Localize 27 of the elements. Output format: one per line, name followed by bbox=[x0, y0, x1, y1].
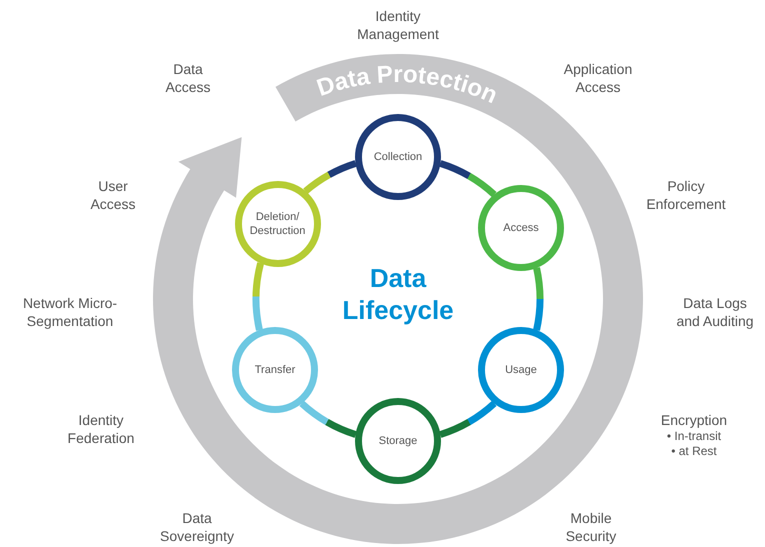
capability-label: Encryption bbox=[660, 411, 728, 429]
capability-label: Identity Federation bbox=[66, 411, 136, 447]
connector-arc bbox=[533, 267, 544, 331]
capability-label: Policy Enforcement bbox=[645, 177, 727, 213]
connector-arc bbox=[439, 160, 496, 198]
stage-label: Usage bbox=[504, 363, 538, 377]
capability-label: Network Micro-Segmentation bbox=[22, 294, 118, 330]
capability-label: Data Logs and Auditing bbox=[675, 294, 755, 330]
capability-label: Application Access bbox=[562, 60, 634, 96]
ring-label: Data Protection bbox=[314, 60, 502, 110]
capability-label: User Access bbox=[89, 177, 137, 213]
stage-label: Deletion/ Destruction bbox=[248, 210, 306, 238]
capability-label: Data Sovereignty bbox=[159, 509, 235, 545]
stage-label: Storage bbox=[378, 434, 418, 448]
connector-arc bbox=[439, 400, 496, 438]
center-title: Data Lifecycle bbox=[341, 262, 455, 326]
stage-label: Transfer bbox=[254, 363, 296, 377]
capability-label: Data Access bbox=[164, 60, 212, 96]
stage-label: Access bbox=[502, 221, 540, 235]
bullet-item: • In-transit bbox=[666, 429, 722, 443]
bullet-item: • at Rest bbox=[670, 444, 718, 458]
capability-label: Mobile Security bbox=[564, 509, 618, 545]
connector-arc bbox=[252, 262, 264, 331]
connector-arc bbox=[303, 160, 357, 194]
stage-label: Collection bbox=[372, 150, 424, 164]
connector-arc bbox=[300, 400, 357, 438]
capability-label: Identity Management bbox=[356, 7, 440, 43]
